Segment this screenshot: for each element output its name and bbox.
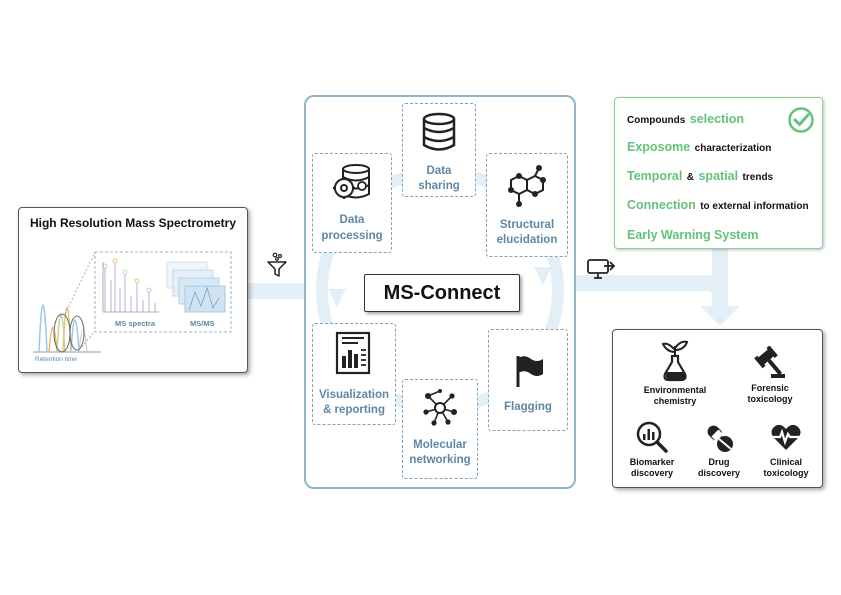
node-data-sharing[interactable]: Data sharing [402,103,476,197]
chromatogram-illustration: MS spectra MS/MS Retention time [33,251,232,363]
ms-spectra-label: MS spectra [115,319,156,328]
outcome-temporal-spatial: Temporal & spatial trends [627,167,773,185]
app-label: discovery [697,468,741,478]
report-icon [335,331,371,375]
app-label: toxicology [763,468,809,478]
hrms-title: High Resolution Mass Spectrometry [29,216,237,230]
outcome-highlight: Exposome [627,140,691,154]
outcome-highlight: Connection [627,198,696,212]
app-label: Clinical [769,457,802,467]
node-structural-elucidation[interactable]: Structural elucidation [486,153,568,257]
app-label: Biomarker [629,457,675,467]
node-molecular-networking[interactable]: Molecular networking [402,379,478,479]
node-label: Data [426,165,452,177]
node-visualization-reporting[interactable]: Visualization & reporting [312,323,396,425]
node-label: elucidation [496,234,558,246]
outcome-text: characterization [694,143,772,154]
node-flagging[interactable]: Flagging [488,329,568,431]
node-label: Visualization [318,389,390,401]
app-biomarker-discovery: Biomarker discovery [617,420,687,479]
ms-connect-title: MS-Connect [364,274,520,312]
plant-flask-icon [661,340,689,382]
ms-connect-panel: MS-Connect Data sharing Data processing [304,95,576,489]
heart-pulse-icon [771,424,801,450]
retention-time-label: Retention time [35,356,77,363]
outcome-early-warning: Early Warning System [627,226,759,244]
node-label: networking [409,454,471,466]
outcome-text: to external information [700,201,809,212]
outcome-highlight: selection [689,112,744,126]
node-label: Flagging [504,401,552,413]
outcome-text: & [686,172,695,183]
node-label: Molecular [413,439,467,451]
app-label: Environmental [643,385,707,395]
magnifier-chart-icon [636,421,668,453]
app-environmental-chemistry: Environmental chemistry [635,338,715,407]
data-gear-icon [333,164,370,199]
screen-export-icon [587,259,616,279]
node-data-processing[interactable]: Data processing [312,153,392,253]
node-label: & reporting [323,404,385,416]
outcome-highlight: spatial [698,169,739,183]
node-label: Structural [499,219,555,231]
molecule-structure-icon [508,165,546,207]
flag-icon [516,356,543,387]
outcome-highlight: Temporal [627,169,683,183]
funnel-icon [267,252,287,277]
pills-icon [707,425,733,452]
database-icon [422,112,456,151]
network-icon [423,389,457,426]
app-label: toxicology [747,394,793,404]
app-label: Forensic [751,383,789,393]
app-drug-discovery: Drug discovery [689,420,749,479]
hrms-panel: High Resolution Mass Spectrometry [18,207,248,373]
outcome-compounds-selection: Compounds selection [627,110,744,128]
gavel-icon [754,346,785,378]
applications-panel: Environmental chemistry Forensic toxicol… [612,329,823,488]
outcome-text: Compounds [627,115,686,126]
outcome-text: trends [742,172,774,183]
node-label: processing [321,230,383,242]
outcomes-panel: Compounds selection Exposome characteriz… [614,97,823,249]
app-label: Drug [708,457,730,467]
outcome-exposome: Exposome characterization [627,138,771,156]
outcome-connection: Connection to external information [627,196,809,214]
msms-label: MS/MS [190,319,215,328]
app-clinical-toxicology: Clinical toxicology [753,420,819,479]
app-forensic-toxicology: Forensic toxicology [733,346,807,405]
node-label: Data [339,214,365,226]
app-label: chemistry [653,396,697,406]
app-label: discovery [630,468,674,478]
node-label: sharing [418,180,460,192]
outcome-highlight: Early Warning System [627,228,759,242]
check-circle-icon [788,107,814,133]
